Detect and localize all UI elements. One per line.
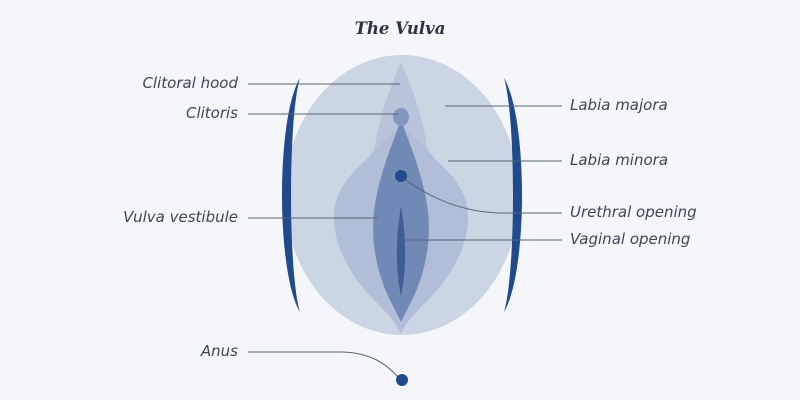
leader-line-urethral-opening xyxy=(402,177,562,214)
label-clitoral-hood: Clitoral hood xyxy=(142,74,238,92)
callout-marker-dots xyxy=(395,170,408,386)
label-labia-minora: Labia minora xyxy=(570,151,668,169)
vaginal-opening-shape xyxy=(396,206,406,296)
callout-labels: Clitoral hood Clitoris Vulva vestibule A… xyxy=(123,74,697,360)
callout-leader-lines xyxy=(248,83,562,378)
leader-line-anus xyxy=(248,351,399,378)
label-anus: Anus xyxy=(200,342,238,360)
page-title: The Vulva xyxy=(355,19,446,38)
clitoral-hood-shape xyxy=(374,62,428,152)
anus-marker-dot xyxy=(396,374,408,386)
label-vaginal-opening: Vaginal opening xyxy=(570,230,690,248)
clitoris-shape xyxy=(393,108,409,126)
anatomy-illustration xyxy=(282,55,522,335)
label-urethral-opening: Urethral opening xyxy=(570,203,697,221)
label-labia-majora: Labia majora xyxy=(570,96,668,114)
left-outer-crescent xyxy=(282,78,300,312)
urethral-opening-marker-dot xyxy=(395,170,407,182)
right-outer-crescent xyxy=(504,78,522,312)
label-vulva-vestibule: Vulva vestibule xyxy=(123,208,238,226)
label-clitoris: Clitoris xyxy=(186,104,238,122)
